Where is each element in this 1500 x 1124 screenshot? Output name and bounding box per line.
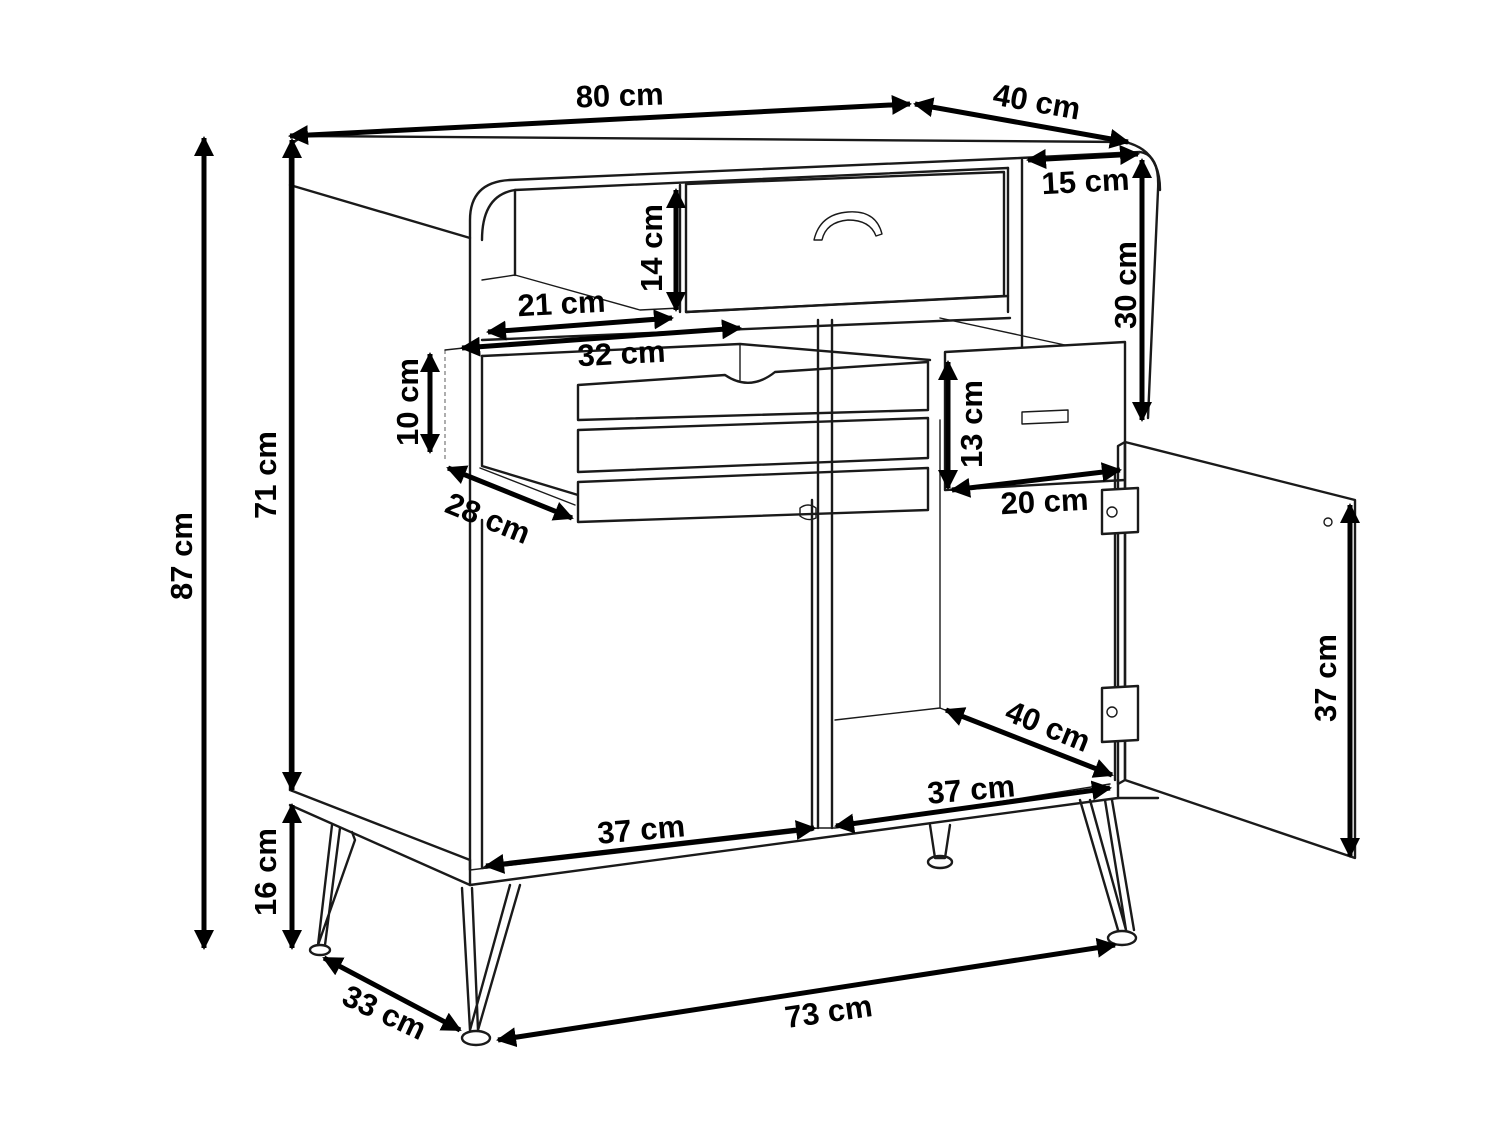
label-total-height: 87 cm: [164, 512, 199, 600]
label-door-width-left: 37 cm: [596, 808, 687, 851]
label-small-drawer-width: 20 cm: [1000, 482, 1090, 522]
label-width: 80 cm: [575, 76, 664, 114]
label-shelf-height: 30 cm: [1108, 241, 1143, 329]
label-door-width-right: 37 cm: [926, 768, 1017, 811]
label-drawer-height: 10 cm: [390, 358, 425, 446]
dimension-arrows: [194, 94, 1360, 1048]
label-small-drawer-height: 13 cm: [954, 380, 989, 468]
sideboard-illustration: [288, 134, 1357, 1047]
label-drawer-width: 32 cm: [577, 334, 667, 374]
label-body-height: 71 cm: [248, 431, 283, 519]
label-shelf-depth: 15 cm: [1041, 162, 1131, 202]
label-leg-height: 16 cm: [248, 828, 283, 916]
label-door-height: 37 cm: [1308, 634, 1343, 722]
label-niche-width: 21 cm: [517, 284, 607, 324]
label-niche-height: 14 cm: [634, 204, 669, 292]
